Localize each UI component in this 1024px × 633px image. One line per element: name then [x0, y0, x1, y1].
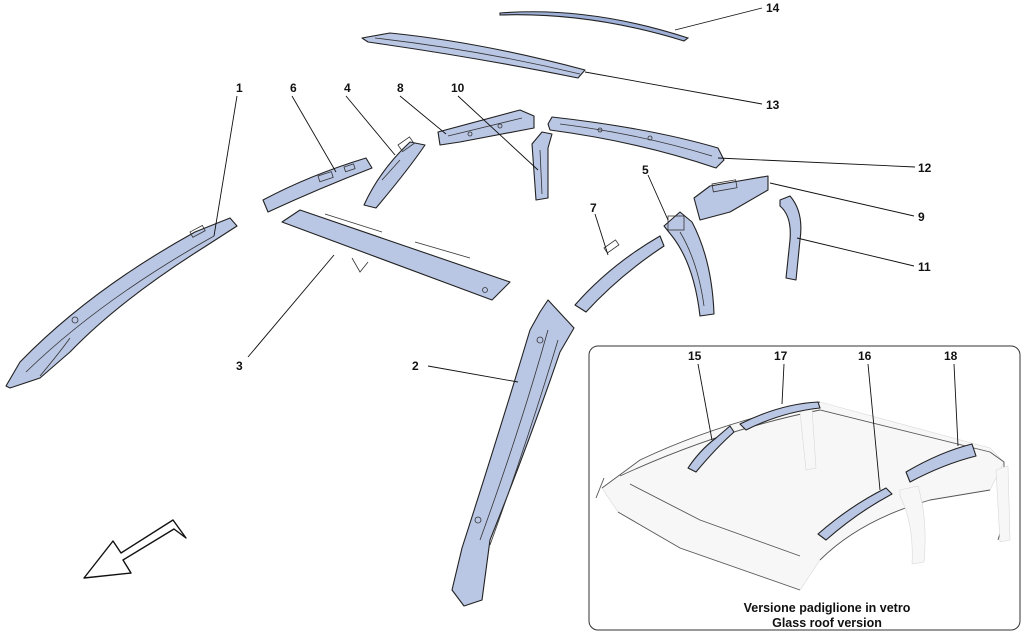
callout-14: 14: [766, 1, 780, 15]
callout-5: 5: [642, 163, 649, 177]
part-10-vertical-bracket: [531, 131, 553, 201]
callout-10: 10: [451, 81, 465, 95]
part-17-glass-trim: [739, 401, 821, 431]
part-14-roof-strip: [499, 11, 690, 42]
part-4-reinforcement: [363, 136, 426, 209]
callout-13: 13: [766, 98, 780, 112]
part-16-glass-trim: [817, 487, 893, 541]
part-5-b-pillar-upper: [663, 211, 715, 317]
glass-roof-inset: 15 17 16 18 Versione padiglione in vetro…: [588, 345, 1021, 631]
callout-4: 4: [344, 81, 351, 95]
callout-11: 11: [918, 260, 931, 274]
inset-caption-english: Glass roof version: [772, 616, 882, 630]
callout-18: 18: [944, 349, 958, 363]
part-13-roof-rail-strip: [361, 32, 586, 79]
part-7-trim: [574, 235, 665, 313]
callout-labels: 1 6 4 8 10 5 7 12 9 11 13 14 3 2: [236, 1, 932, 373]
callout-3: 3: [236, 359, 243, 373]
part-3-header-panel: [281, 209, 511, 301]
callout-6: 6: [290, 81, 297, 95]
callout-1: 1: [236, 81, 243, 95]
inset-caption-italian: Versione padiglione in vetro: [744, 601, 911, 615]
part-18-glass-trim: [905, 443, 977, 483]
part-8-roof-bracket: [437, 109, 535, 146]
callout-7: 7: [590, 201, 597, 215]
front-direction-arrow-icon: [83, 519, 187, 579]
part-9-bracket: [693, 175, 769, 221]
part-15-glass-trim: [687, 425, 735, 473]
callout-15: 15: [688, 349, 702, 363]
part-2-pillar: [451, 299, 575, 607]
callout-16: 16: [858, 349, 872, 363]
callout-2: 2: [412, 359, 419, 373]
callout-9: 9: [918, 210, 925, 224]
leader-lines: [213, 7, 916, 383]
callout-8: 8: [397, 81, 404, 95]
part-6-bracket: [262, 157, 373, 213]
part-11-bracket: [779, 195, 802, 281]
callout-17: 17: [774, 349, 788, 363]
part-12-roof-rail: [547, 116, 725, 169]
callout-12: 12: [918, 161, 932, 175]
part-1-a-pillar: [5, 217, 238, 389]
